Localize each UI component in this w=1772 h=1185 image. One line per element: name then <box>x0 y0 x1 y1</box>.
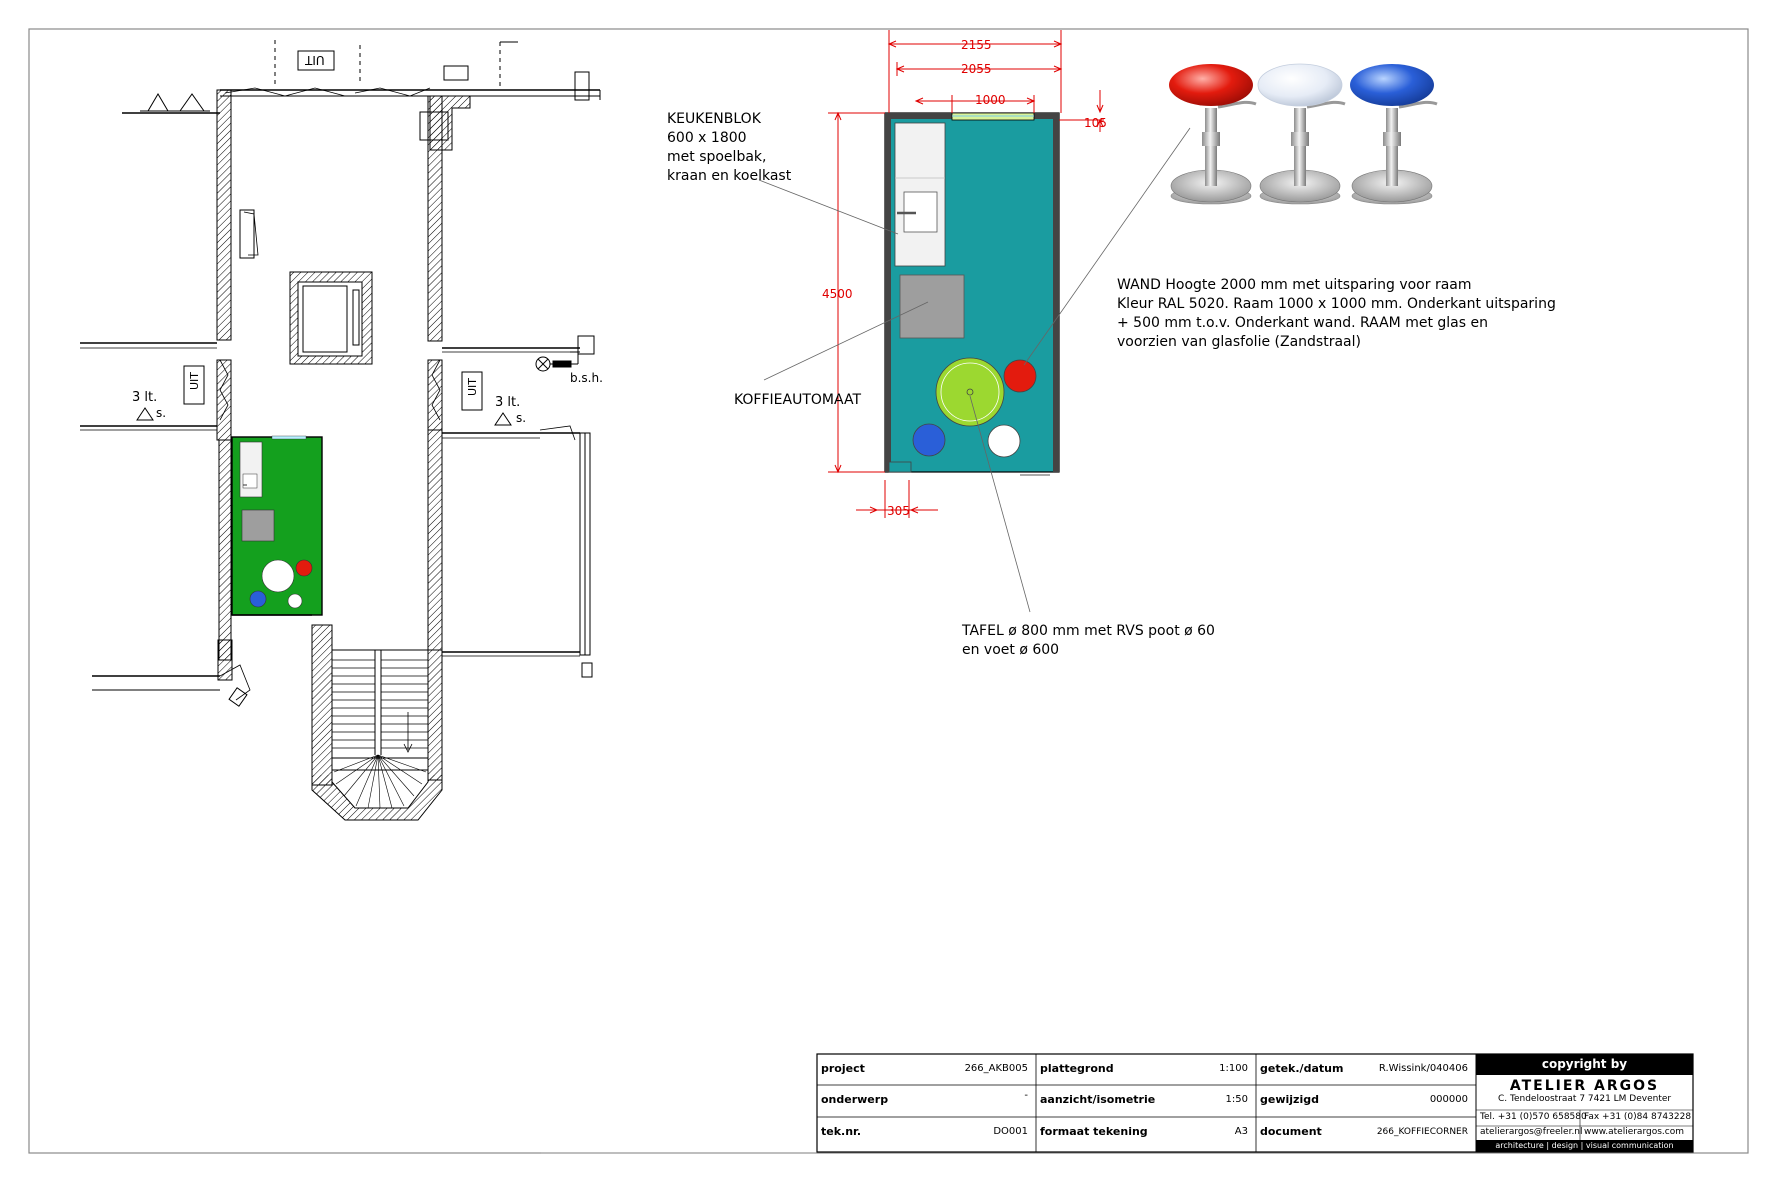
tb-value-plattegrond: 1:100 <box>1219 1063 1248 1074</box>
callout-keukenblok-line-3: met spoelbak, <box>667 149 767 165</box>
detail-stool-blue <box>912 423 946 457</box>
tb-label-gewijzigd: gewijzigd <box>1260 1093 1319 1106</box>
brand-fax: Fax +31 (0)84 8743228 <box>1584 1112 1692 1122</box>
copyright-heading: copyright by <box>1476 1054 1693 1075</box>
tb-value-onderwerp: - <box>1024 1090 1028 1101</box>
tb-value-aanzicht: 1:50 <box>1225 1094 1248 1105</box>
detail-stool-white <box>987 424 1021 458</box>
dimension-lines <box>828 30 1104 518</box>
floor-plan <box>80 40 601 821</box>
detail-plan <box>758 30 1191 613</box>
tb-value-getekend: R.Wissink/040406 <box>1378 1063 1468 1074</box>
tb-value-document: 266_KOFFIECORNER <box>1376 1127 1468 1137</box>
callout-tafel: TAFEL ø 800 mm met RVS poot ø 60 en voet… <box>962 622 1215 660</box>
stool-photo-blue <box>1350 64 1438 205</box>
brand-address: C. Tendeloostraat 7 7421 LM Deventer <box>1498 1094 1672 1104</box>
exit-box-right <box>461 371 483 411</box>
tb-label-aanzicht: aanzicht/isometrie <box>1040 1093 1156 1106</box>
brand-email: atelierargos@freeler.nl <box>1480 1127 1583 1137</box>
callout-tafel-line-2: en voet ø 600 <box>962 642 1060 658</box>
stool-photo-white <box>1257 63 1346 205</box>
tb-label-onderwerp: onderwerp <box>821 1093 889 1106</box>
copyright-block: copyright by ATELIER ARGOS C. Tendeloost… <box>1476 1054 1693 1152</box>
exit-box-top <box>297 50 335 71</box>
detail-table <box>935 357 1005 427</box>
exit-label-top: UIT <box>305 53 325 67</box>
tb-value-formaat: A3 <box>1234 1126 1248 1137</box>
tb-label-getekend: getek./datum <box>1260 1062 1344 1075</box>
callout-wand-line-2: Kleur RAL 5020. Raam 1000 x 1000 mm. Ond… <box>1117 296 1556 312</box>
callout-keukenblok-line-2: 600 x 1800 <box>667 130 747 146</box>
detail-stool-red <box>1003 359 1037 393</box>
brand-name: ATELIER ARGOS <box>1509 1078 1660 1094</box>
dim-window-offset: 105 <box>1084 116 1107 130</box>
callout-keukenblok-line-1: KEUKENBLOK <box>667 111 761 127</box>
sheet-border <box>28 28 1749 1154</box>
tb-value-project: 266_AKB005 <box>964 1063 1028 1074</box>
tb-value-gewijzigd: 000000 <box>1429 1094 1468 1105</box>
callout-keukenblok-line-4: kraan en koelkast <box>667 168 792 184</box>
dim-length: 4500 <box>822 287 853 301</box>
tb-label-plattegrond: plattegrond <box>1040 1062 1114 1075</box>
exit-label-left: UIT <box>188 372 201 391</box>
bsh-label: b.s.h. <box>570 371 603 385</box>
brand-tagline: architecture | design | visual communica… <box>1476 1140 1693 1152</box>
callout-tafel-line-1: TAFEL ø 800 mm met RVS poot ø 60 <box>962 623 1215 639</box>
dim-wall-thickness: 305 <box>887 504 910 518</box>
brand-tel: Tel. +31 (0)570 658580 <box>1480 1112 1587 1122</box>
brand-web: www.atelierargos.com <box>1584 1127 1684 1137</box>
leader-lines <box>758 127 1191 613</box>
callout-wand-line-4: voorzien van glasfolie (Zandstraal) <box>1117 334 1361 350</box>
exit-label-right: UIT <box>466 378 479 397</box>
tb-value-teknr: DO001 <box>993 1126 1028 1137</box>
stair-note-left-count: 3 lt. <box>132 390 158 405</box>
stair-note-right-s: s. <box>516 411 527 425</box>
dim-inner-width: 2055 <box>961 62 992 76</box>
stair-note-left-s: s. <box>156 406 167 420</box>
tb-label-project: project <box>821 1062 865 1075</box>
dim-total-width: 2155 <box>961 38 992 52</box>
tb-label-formaat: formaat tekening <box>1040 1125 1148 1138</box>
tb-label-document: document <box>1260 1125 1322 1138</box>
stair-note-right-count: 3 lt. <box>495 395 521 410</box>
callout-wand-line-3: + 500 mm t.o.v. Onderkant wand. RAAM met… <box>1117 315 1488 331</box>
stool-photos <box>1169 63 1438 205</box>
titleblock-frame <box>541 1053 1694 1154</box>
callout-koffieautomaat: KOFFIEAUTOMAAT <box>734 392 861 408</box>
callout-wand: WAND Hoogte 2000 mm met uitsparing voor … <box>1117 276 1556 352</box>
detail-coffee-machine <box>899 274 965 339</box>
dim-window-width: 1000 <box>975 93 1006 107</box>
callout-wand-line-1: WAND Hoogte 2000 mm met uitsparing voor … <box>1117 277 1472 293</box>
callout-keukenblok: KEUKENBLOK 600 x 1800 met spoelbak, kraa… <box>667 110 791 186</box>
stool-photo-red <box>1169 64 1257 205</box>
exit-box-left <box>183 365 205 405</box>
tb-label-teknr: tek.nr. <box>821 1125 862 1138</box>
